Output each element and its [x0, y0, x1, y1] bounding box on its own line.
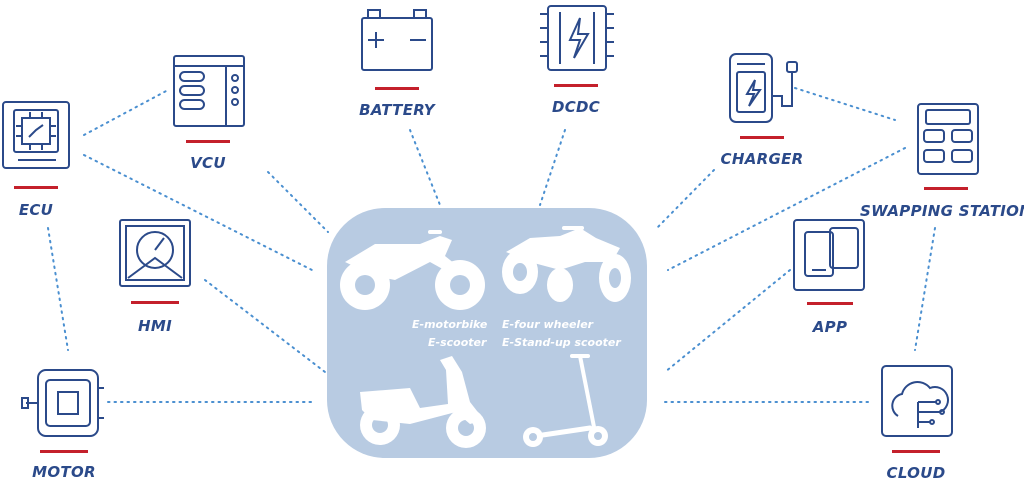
motorbike-image	[340, 230, 485, 310]
motor-icon	[21, 369, 104, 437]
four-wheeler-caption: E-four wheeler	[502, 318, 594, 331]
ecu-label: ECU	[18, 201, 54, 219]
battery-icon	[361, 9, 433, 71]
app-accent-bar	[807, 302, 853, 305]
battery-accent-bar	[375, 87, 419, 90]
charger-accent-bar	[740, 136, 784, 139]
connector-swapping-hub	[667, 147, 906, 271]
connector-ecu-motor	[47, 227, 69, 351]
connector-hmi-hub	[204, 279, 326, 373]
connector-lines	[47, 87, 936, 403]
scooter-image	[360, 356, 486, 448]
connector-vcu-hub	[267, 171, 329, 233]
connector-charger-swapping	[794, 87, 896, 121]
cloud-accent-bar	[892, 450, 940, 453]
swapping-station-label: SWAPPING STATION	[859, 202, 1024, 220]
swapping-station-accent-bar	[924, 187, 968, 190]
connector-ecu-hub	[83, 154, 313, 271]
hmi-icon	[119, 219, 191, 287]
vcu-icon	[173, 55, 245, 127]
connector-battery-hub	[409, 129, 441, 206]
app-icon	[793, 219, 865, 291]
cloud-icon	[881, 365, 953, 437]
swapping-station-icon	[917, 103, 979, 175]
vcu-accent-bar	[186, 140, 230, 143]
dcdc-icon	[540, 5, 614, 71]
standup-scooter-image	[523, 354, 608, 447]
four-wheeler-image	[502, 226, 631, 302]
connector-app-hub	[664, 269, 791, 373]
ecu-accent-bar	[14, 186, 58, 189]
app-label: APP	[812, 318, 848, 336]
charger-icon	[729, 53, 798, 123]
connector-swapping-cloud	[914, 227, 936, 351]
connector-charger-hub	[654, 169, 715, 231]
hmi-accent-bar	[131, 301, 179, 304]
battery-label: BATTERY	[359, 101, 435, 119]
charger-label: CHARGER	[720, 150, 804, 168]
cloud-label: CLOUD	[886, 464, 946, 482]
connector-ecu-vcu	[83, 89, 169, 136]
vcu-label: VCU	[190, 154, 226, 172]
dcdc-accent-bar	[554, 84, 598, 87]
motor-accent-bar	[40, 450, 88, 453]
standup-scooter-caption: E-Stand-up scooter	[502, 336, 621, 349]
dcdc-label: DCDC	[551, 98, 601, 116]
hmi-label: HMI	[138, 317, 172, 335]
ecu-icon	[2, 101, 70, 169]
motorbike-caption: E-motorbike	[412, 318, 488, 331]
scooter-caption: E-scooter	[428, 336, 487, 349]
motor-label: MOTOR	[32, 463, 96, 481]
connector-dcdc-hub	[539, 129, 566, 206]
